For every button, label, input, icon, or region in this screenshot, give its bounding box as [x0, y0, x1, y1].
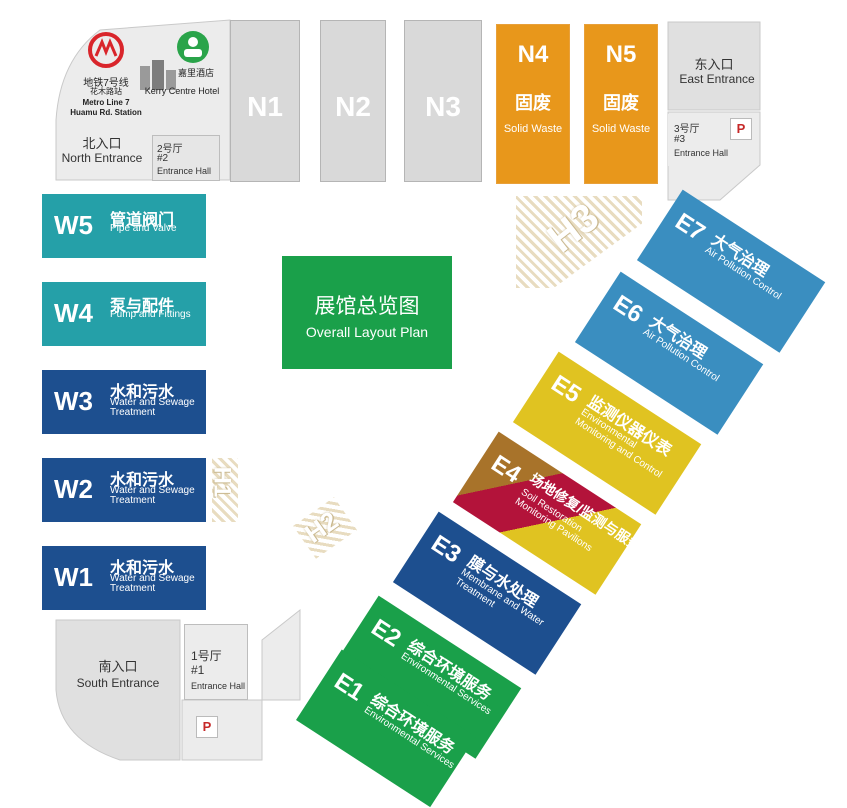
hall-w1[interactable]: W1 水和污水 Water and Sewage Treatment	[42, 546, 206, 610]
east-entrance-cn: 东入口	[694, 57, 734, 72]
hall-e4-code: E4	[486, 449, 526, 489]
hall-e3-code: E3	[426, 529, 466, 569]
south-entrance-cn: 南入口	[98, 659, 138, 674]
hall-e5-code: E5	[546, 369, 586, 409]
hall-w3[interactable]: W3 水和污水 Water and Sewage Treatment	[42, 370, 206, 434]
hall-n2-code: N2	[335, 91, 371, 122]
metro-label-en-1: Metro Line 7	[82, 98, 130, 107]
hall-w5[interactable]: W5 管道阀门 Pipe and Valve	[42, 194, 206, 258]
hall-n2[interactable]: N2	[320, 20, 386, 182]
north-entrance-en: North Entrance	[61, 151, 143, 165]
hall3-num: #3	[674, 134, 686, 145]
hall-n3-code: N3	[425, 91, 461, 122]
metro-label-cn: 地铁7号线	[83, 78, 129, 89]
entrance-hall-2: 2号厅 #2 Entrance Hall	[152, 135, 220, 181]
metro-label-sub: 花木路站	[90, 87, 122, 96]
hall-w2-cn: 水和污水	[110, 472, 175, 489]
hall-n4-cn: 固废	[515, 93, 551, 113]
hall-w3-en: Water and Sewage Treatment	[110, 397, 195, 418]
corridor-h1-label: H1	[208, 466, 236, 498]
hall-w2[interactable]: W2 水和污水 Water and Sewage Treatment	[42, 458, 206, 522]
entrance-hall-3: 3号厅 #3 Entrance Hall	[668, 114, 732, 166]
hall3-cn: 3号厅	[674, 124, 700, 135]
layout-map: 地铁7号线 花木路站 Metro Line 7 Huamu Rd. Statio…	[42, 19, 826, 808]
hall-w1-en: Water and Sewage Treatment	[110, 573, 195, 594]
hall-e2-code: E2	[366, 613, 406, 653]
metro-label-en-2: Huamu Rd. Station	[70, 108, 142, 117]
hall2-en: Entrance Hall	[157, 166, 212, 176]
parking-south-icon: P	[196, 716, 218, 738]
hall-w4-en: Pump and Fittings	[110, 309, 191, 320]
hall-w2-code: W2	[54, 474, 93, 504]
hall1-cn: 1号厅	[191, 649, 222, 663]
hall-w5-code: W5	[54, 210, 93, 240]
hall-w1-cn: 水和污水	[110, 560, 175, 577]
entrance-hall-1: 1号厅 #1 Entrance Hall	[184, 624, 248, 700]
hall1-num: #1	[191, 663, 205, 677]
hotel-label-cn: 嘉里酒店	[177, 68, 214, 78]
hall-e7-code: E7	[670, 207, 710, 247]
center-title-en: Overall Layout Plan	[305, 324, 429, 340]
north-entrance-cn: 北入口	[82, 136, 122, 151]
hall-n5-code: N5	[605, 41, 637, 68]
hall-e1-code: E1	[329, 667, 369, 707]
south-entrance-en: South Entrance	[76, 676, 160, 690]
hall-e6-code: E6	[608, 289, 648, 329]
hall-w5-en: Pipe and Valve	[110, 223, 177, 234]
hall1-en: Entrance Hall	[191, 681, 246, 691]
hotel-service-icon	[177, 31, 209, 63]
corridor-h1: H1	[208, 458, 238, 522]
hotel-label-en: Kerry Centre Hotel	[144, 86, 220, 96]
metro-logo-icon	[88, 32, 124, 68]
hall-w3-code: W3	[54, 386, 93, 416]
center-title-cn: 展馆总览图	[314, 295, 420, 318]
hall3-en: Entrance Hall	[674, 148, 729, 158]
hall2-cn: 2号厅	[157, 144, 183, 155]
hall-n5-cn: 固废	[603, 93, 639, 113]
hall-w2-en: Water and Sewage Treatment	[110, 485, 195, 506]
hall-n1-code: N1	[247, 91, 283, 122]
hall-w5-cn: 管道阀门	[110, 212, 175, 229]
hall-n4-code: N4	[517, 41, 549, 68]
east-entrance-en: East Entrance	[679, 72, 755, 86]
hall-w1-code: W1	[54, 562, 93, 592]
hall-n3[interactable]: N3	[404, 20, 482, 182]
hall-w3-cn: 水和污水	[110, 384, 175, 401]
hall-n5[interactable]: N5 固废 Solid Waste	[584, 24, 658, 184]
hall-w4-code: W4	[54, 298, 93, 328]
hall-n5-en: Solid Waste	[591, 123, 651, 135]
hall-w4-cn: 泵与配件	[110, 298, 175, 315]
hall2-num: #2	[157, 153, 169, 164]
overall-layout-plan-label: 展馆总览图 Overall Layout Plan	[282, 256, 452, 369]
parking-east-icon: P	[730, 118, 752, 140]
hall-w4[interactable]: W4 泵与配件 Pump and Fittings	[42, 282, 206, 346]
hotel-building-icon	[140, 60, 176, 90]
hall-n4[interactable]: N4 固废 Solid Waste	[496, 24, 570, 184]
hall-n1[interactable]: N1	[230, 20, 300, 182]
hall-n4-en: Solid Waste	[503, 123, 563, 135]
